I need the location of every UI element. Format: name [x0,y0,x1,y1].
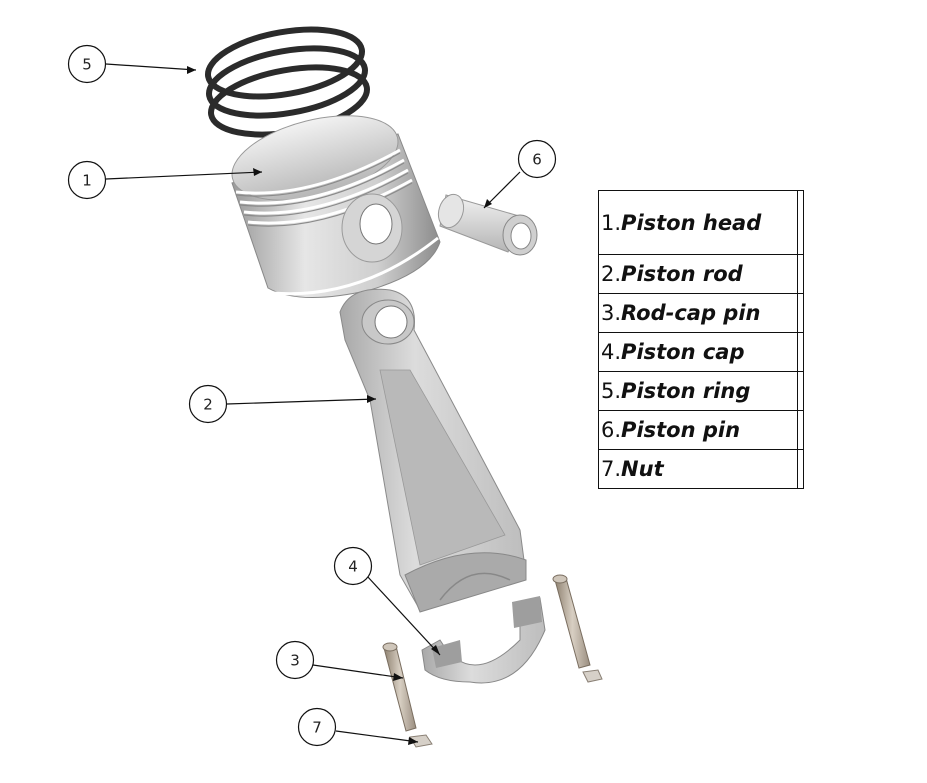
leader-arrowheads [187,66,492,745]
balloon-2: 2 [188,384,228,424]
bom-spacer-cell [797,371,804,411]
bom-spacer-cell [797,449,804,489]
piston-pin-part [437,193,538,256]
balloon-1: 1 [67,160,107,200]
balloon-7-label: 7 [312,719,322,737]
bom-row: 1.Piston head [598,190,804,255]
balloon-5-label: 5 [82,56,92,74]
bom-item-name: Nut [621,457,664,481]
balloon-1-label: 1 [82,172,92,190]
bom-item-number: 4. [601,340,622,364]
bom-item-number: 3. [601,301,622,325]
bom-cell: 5.Piston ring [598,371,798,411]
rod-cap-pin-part [382,574,591,732]
bom-row: 5.Piston ring [598,371,804,411]
balloon-4: 4 [333,546,373,586]
piston-cap-part [421,596,546,684]
balloon-7: 7 [297,707,337,747]
balloon-2-label: 2 [203,396,213,414]
bom-spacer-cell [797,410,804,450]
bom-row: 6.Piston pin [598,410,804,450]
bom-spacer-cell [797,293,804,333]
bom-cell: 7.Nut [598,449,798,489]
balloon-3-label: 3 [290,652,300,670]
balloon-5: 5 [67,44,107,84]
bom-cell: 2.Piston rod [598,254,798,294]
bom-item-name: Piston pin [621,418,741,442]
balloon-6: 6 [517,139,557,179]
bom-cell: 1.Piston head [598,190,798,255]
balloon-3: 3 [275,640,315,680]
bom-item-name: Rod-cap pin [621,301,761,325]
bom-item-number: 1. [601,210,622,235]
bom-spacer-cell [797,332,804,372]
bom-spacer-cell [797,190,804,255]
bom-item-number: 2. [601,262,622,286]
bom-spacer-cell [797,254,804,294]
nut-part [409,669,603,748]
balloon-4-label: 4 [348,558,358,576]
bom-item-number: 5. [601,379,622,403]
bom-item-name: Piston rod [621,262,743,286]
bom-row: 4.Piston cap [598,332,804,372]
bom-item-name: Piston cap [621,340,745,364]
bom-item-number: 6. [601,418,622,442]
bom-cell: 4.Piston cap [598,332,798,372]
bom-item-number: 7. [601,457,622,481]
bill-of-materials-table: 1.Piston head 2.Piston rod 3.Rod-cap pin… [598,190,804,489]
bom-row: 3.Rod-cap pin [598,293,804,333]
bom-item-name: Piston ring [621,379,751,403]
balloon-6-label: 6 [532,151,542,169]
piston-head-part [231,115,441,299]
bom-cell: 6.Piston pin [598,410,798,450]
bom-item-name: Piston head [621,210,762,235]
connecting-rod-part [339,288,527,613]
bom-row: 2.Piston rod [598,254,804,294]
bom-row: 7.Nut [598,449,804,489]
bom-cell: 3.Rod-cap pin [598,293,798,333]
